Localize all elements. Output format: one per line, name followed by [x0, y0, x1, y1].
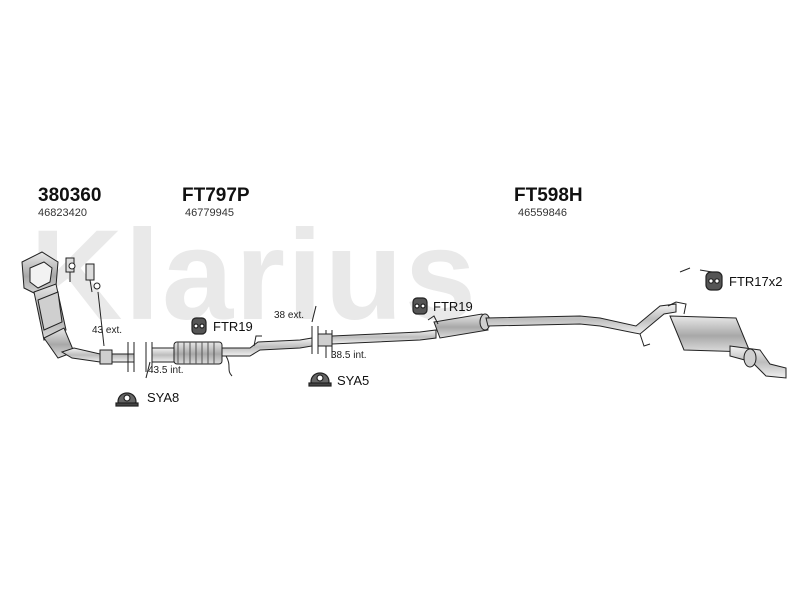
joint-marks-front	[97, 291, 153, 379]
middle-pipe	[317, 329, 437, 347]
fitting-label-sya8: SYA8	[147, 390, 180, 405]
clamp-icon-sya5	[308, 372, 332, 387]
rear-silencer	[667, 267, 787, 379]
oem-number-front-pipe: 46779945	[185, 207, 234, 219]
flexible-pipe-section	[151, 335, 313, 377]
part-number-rear-section: FT598H	[514, 185, 583, 206]
dimension-43-ext: 43 ext.	[92, 325, 123, 336]
fitting-label-ftr19-a: FTR19	[213, 319, 253, 334]
fitting-label-ftr17x2: FTR17x2	[729, 274, 783, 289]
rear-pipe	[485, 303, 677, 347]
catalytic-converter-manifold	[21, 251, 101, 359]
rubber-hanger-icon-ftr17	[705, 271, 723, 291]
dimension-43-5-int: 43.5 int.	[148, 365, 184, 376]
clamp-icon-sya8	[115, 392, 139, 407]
dimension-38-5-int: 38.5 int.	[331, 350, 367, 361]
oem-number-rear-section: 46559846	[518, 207, 567, 219]
fitting-label-ftr19-b: FTR19	[433, 299, 473, 314]
part-number-front-pipe: FT797P	[182, 185, 250, 206]
fitting-label-sya5: SYA5	[337, 373, 370, 388]
rubber-hanger-icon-ftr19-b	[412, 297, 428, 315]
centre-silencer	[427, 313, 491, 339]
rubber-hanger-icon-ftr19-a	[191, 317, 207, 335]
joint-marks-middle	[311, 305, 333, 358]
front-pipe	[60, 347, 135, 365]
part-number-catalyst: 380360	[38, 185, 102, 206]
klarius-watermark: Klarius	[30, 204, 478, 347]
dimension-38-ext: 38 ext.	[274, 310, 305, 321]
oem-number-catalyst: 46823420	[38, 207, 87, 219]
